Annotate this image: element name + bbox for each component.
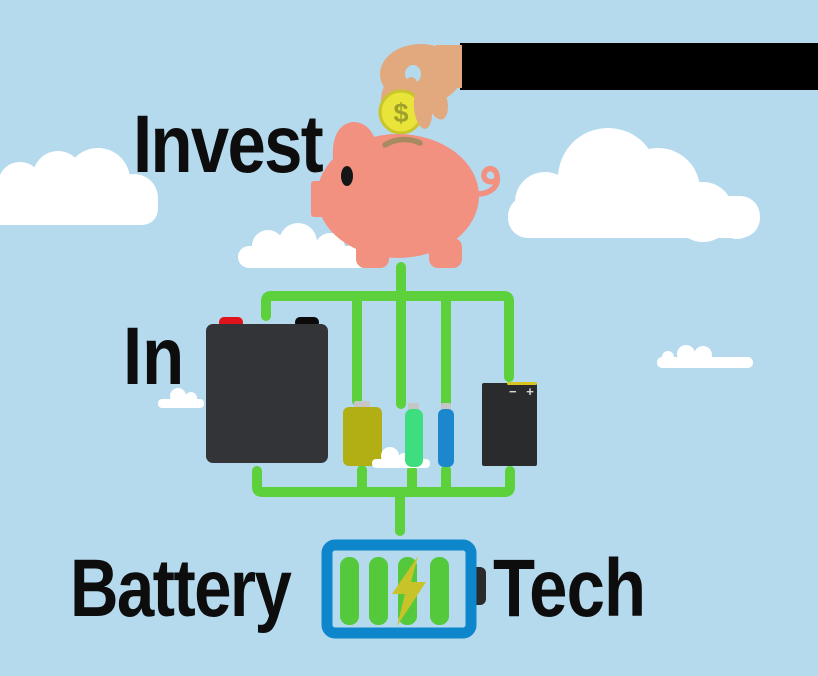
- dark-battery-icon: − +: [482, 382, 537, 466]
- dark-battery-stripe: [507, 382, 537, 385]
- cloud-top-left: [0, 148, 158, 225]
- yellow-battery-icon: [343, 401, 382, 466]
- charging-battery-icon: [321, 539, 486, 639]
- pig-snout: [311, 181, 333, 217]
- dollar-coin-icon: $: [378, 89, 424, 135]
- blue-battery-body: [438, 409, 454, 467]
- coin-dollar-symbol: $: [393, 98, 408, 128]
- green-battery-icon: [405, 403, 423, 467]
- gripping-fingers: [413, 80, 448, 129]
- battery-cap: [408, 403, 419, 411]
- wire-bottom-network: [252, 465, 515, 536]
- lightning-bolt-icon: [392, 556, 426, 626]
- green-battery-body: [405, 409, 423, 467]
- pig-tail: [474, 165, 500, 197]
- sleeve: [460, 43, 818, 90]
- cloud-left-tiny: [158, 388, 204, 408]
- battery-cap: [441, 403, 451, 411]
- pig-eye: [341, 166, 353, 186]
- blue-battery-icon: [438, 403, 454, 467]
- car-battery-body: [206, 324, 328, 463]
- dark-battery-body: [482, 383, 537, 466]
- tech-label: Tech: [493, 543, 646, 634]
- battery-icon-border: [321, 539, 477, 639]
- pig-body: [317, 134, 479, 258]
- car-battery-icon: [206, 317, 328, 463]
- coin-slot: [382, 136, 423, 148]
- cloud-right-large: [508, 128, 760, 242]
- wire-top-network: [261, 262, 514, 409]
- terminal-marks: − +: [509, 384, 537, 399]
- cloud-right-small: [657, 345, 753, 368]
- cloud-behind-pig: [238, 223, 370, 268]
- yellow-battery-body: [343, 407, 382, 466]
- in-label: In: [123, 311, 185, 402]
- battery-charge-bars: [340, 557, 449, 625]
- invest-label: Invest: [133, 99, 324, 190]
- piggy-bank-icon: [311, 122, 500, 268]
- battery-label: Battery: [70, 543, 292, 634]
